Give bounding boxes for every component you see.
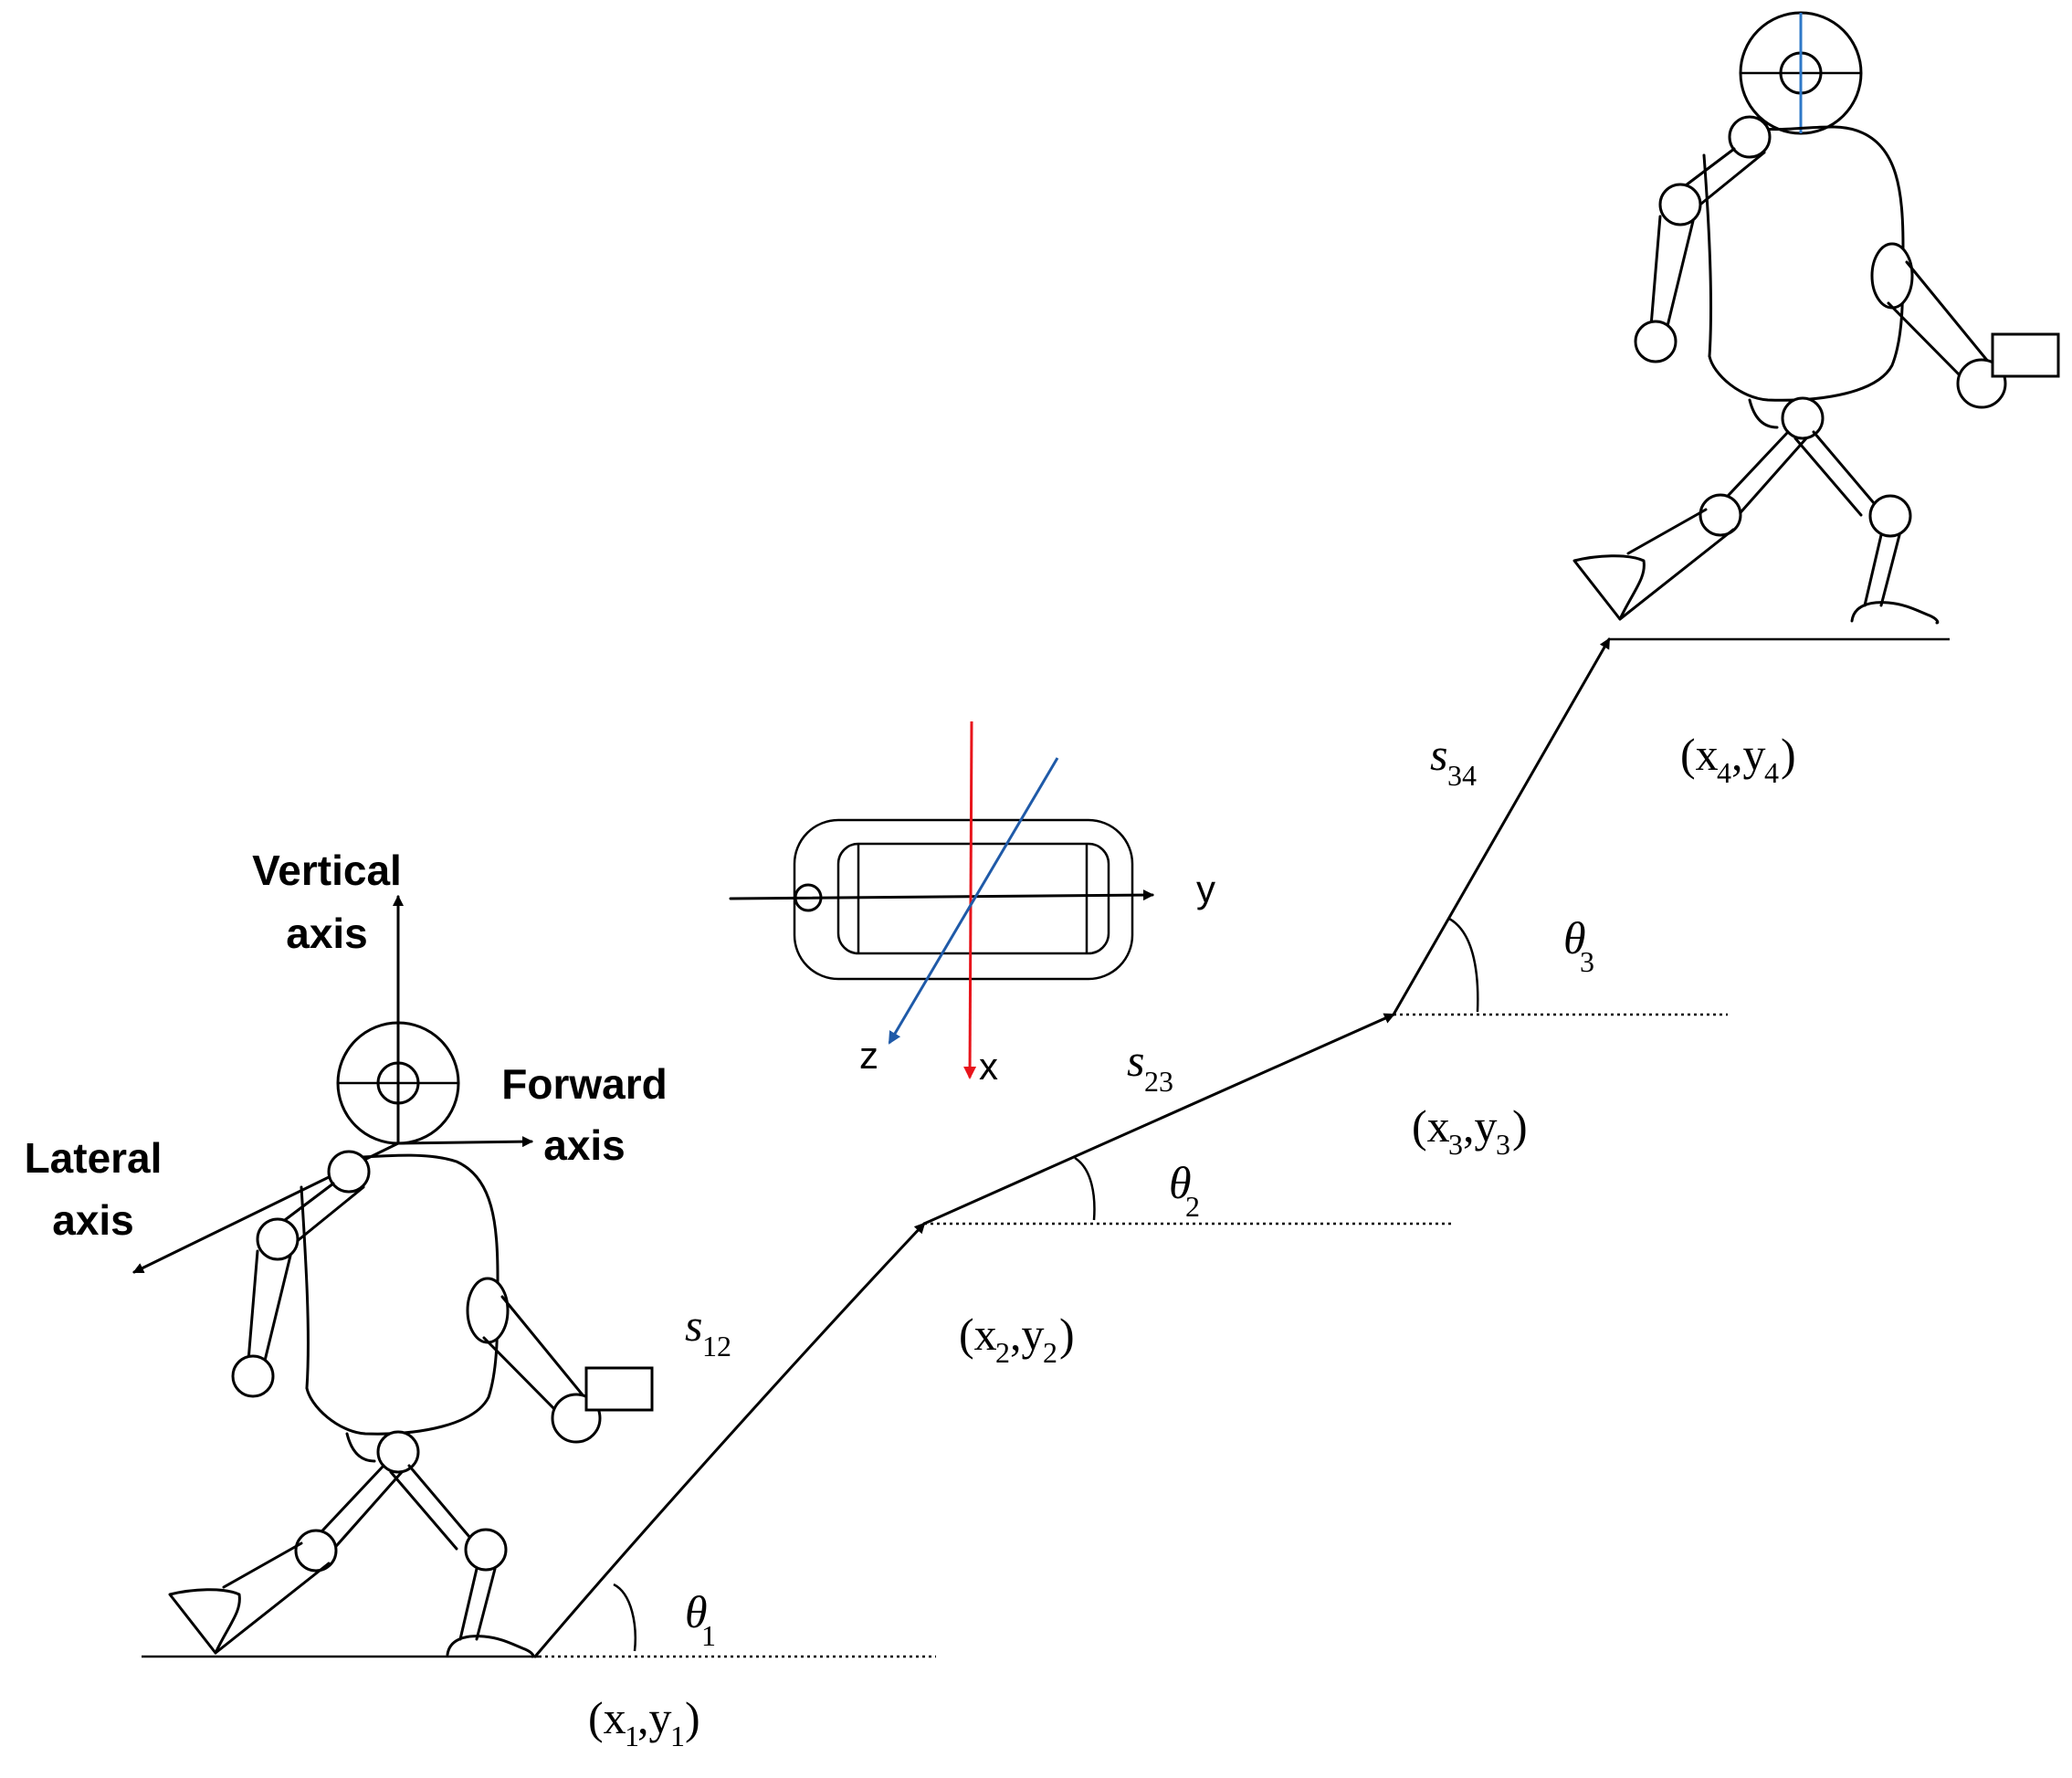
svg-text:3: 3: [1580, 945, 1594, 978]
vertical-axis-label-line2: axis: [286, 910, 368, 957]
svg-text:23: 23: [1144, 1065, 1173, 1098]
svg-text:(x: (x: [1412, 1100, 1450, 1152]
svg-text:(x: (x: [588, 1692, 626, 1743]
segment-label-s34: s 34: [1430, 729, 1477, 792]
angle-label-theta1: θ 1: [685, 1586, 716, 1652]
front-knee-joint: [464, 1528, 508, 1572]
svg-text:s: s: [1127, 1035, 1144, 1086]
angle-arc-2: [1074, 1156, 1096, 1221]
front-foot: [1850, 601, 1940, 625]
point-label-1: (x 1 ,y 1 ): [588, 1692, 700, 1752]
svg-text:3: 3: [1496, 1128, 1510, 1161]
svg-text:s: s: [1430, 729, 1447, 780]
svg-text:12: 12: [702, 1330, 731, 1362]
device-x-label: x: [979, 1045, 998, 1088]
phone-device: [1991, 332, 2060, 378]
svg-text:4: 4: [1717, 756, 1731, 789]
svg-text:2: 2: [995, 1336, 1010, 1369]
svg-text:θ: θ: [685, 1586, 708, 1637]
rear-foot: [168, 1588, 241, 1655]
svg-text:4: 4: [1764, 756, 1779, 789]
angle-label-theta3: θ 3: [1563, 912, 1594, 978]
svg-text:): ): [1781, 729, 1796, 780]
elbow-joint: [256, 1217, 300, 1261]
hand-joint: [1634, 320, 1678, 363]
elbow-joint: [1658, 183, 1702, 226]
svg-text:): ): [1059, 1309, 1075, 1360]
phone-device: [584, 1366, 654, 1412]
device-y-axis: [729, 889, 1154, 901]
hand-joint: [231, 1354, 275, 1398]
svg-text:): ): [1512, 1100, 1528, 1152]
device-coordinate-frame: [729, 721, 1154, 1079]
walker-figure-end: [1572, 11, 2060, 625]
svg-text:(x: (x: [1680, 729, 1719, 780]
vertical-axis-label-line1: Vertical: [252, 847, 402, 894]
front-knee-joint: [1868, 494, 1912, 538]
svg-text:s: s: [685, 1299, 702, 1351]
forward-axis-arrow: [396, 1136, 533, 1148]
trajectory: [533, 637, 1950, 1658]
segment-s23: [922, 1013, 1395, 1226]
lateral-axis-label-line1: Lateral: [25, 1134, 163, 1182]
svg-text:1: 1: [701, 1619, 716, 1652]
svg-text:θ: θ: [1169, 1157, 1192, 1208]
svg-text:,y: ,y: [1010, 1309, 1045, 1360]
front-foot: [446, 1635, 535, 1658]
torso: [1708, 125, 1905, 402]
point-label-2: (x 2 ,y 2 ): [959, 1309, 1075, 1369]
svg-text:,y: ,y: [1731, 729, 1766, 780]
rear-knee-joint: [1699, 493, 1742, 537]
segment-s34: [1392, 637, 1611, 1016]
rear-knee-joint: [294, 1529, 338, 1573]
angle-arc-3: [1448, 917, 1479, 1013]
svg-text:,y: ,y: [1463, 1100, 1498, 1152]
svg-text:(x: (x: [959, 1309, 997, 1360]
rear-foot: [1572, 554, 1646, 621]
angle-arc-1: [613, 1583, 636, 1652]
angle-label-theta2: θ 2: [1169, 1157, 1200, 1223]
svg-text:1: 1: [670, 1720, 685, 1752]
shoulder-joint: [327, 1150, 371, 1194]
svg-text:2: 2: [1185, 1190, 1200, 1223]
svg-text:34: 34: [1447, 759, 1477, 792]
device-x-axis: [963, 721, 977, 1079]
hip-joint: [1781, 396, 1825, 440]
svg-text:3: 3: [1448, 1128, 1463, 1161]
segment-label-s23: s 23: [1127, 1035, 1173, 1098]
segment-s12: [533, 1222, 926, 1658]
forward-axis-label-line2: axis: [543, 1121, 626, 1169]
segment-label-s12: s 12: [685, 1299, 731, 1362]
hip-joint: [376, 1430, 420, 1474]
svg-text:2: 2: [1043, 1336, 1057, 1369]
point-label-3: (x 3 ,y 3 ): [1412, 1100, 1528, 1161]
svg-text:θ: θ: [1563, 912, 1586, 963]
point-label-4: (x 4 ,y 4 ): [1680, 729, 1796, 789]
back-shoulder-joint: [1870, 242, 1914, 310]
svg-text:1: 1: [625, 1720, 639, 1752]
device-y-label: y: [1196, 868, 1215, 910]
svg-text:,y: ,y: [637, 1692, 672, 1743]
shoulder-joint: [1728, 115, 1772, 159]
walker-figure-start: [132, 895, 654, 1658]
svg-text:): ): [685, 1692, 700, 1743]
device-z-label: z: [859, 1034, 878, 1077]
device-z-axis: [888, 757, 1059, 1045]
torso: [305, 1153, 500, 1436]
back-shoulder-joint: [466, 1277, 510, 1344]
forward-axis-label-line1: Forward: [501, 1060, 667, 1108]
lateral-axis-label-line2: axis: [52, 1196, 134, 1244]
